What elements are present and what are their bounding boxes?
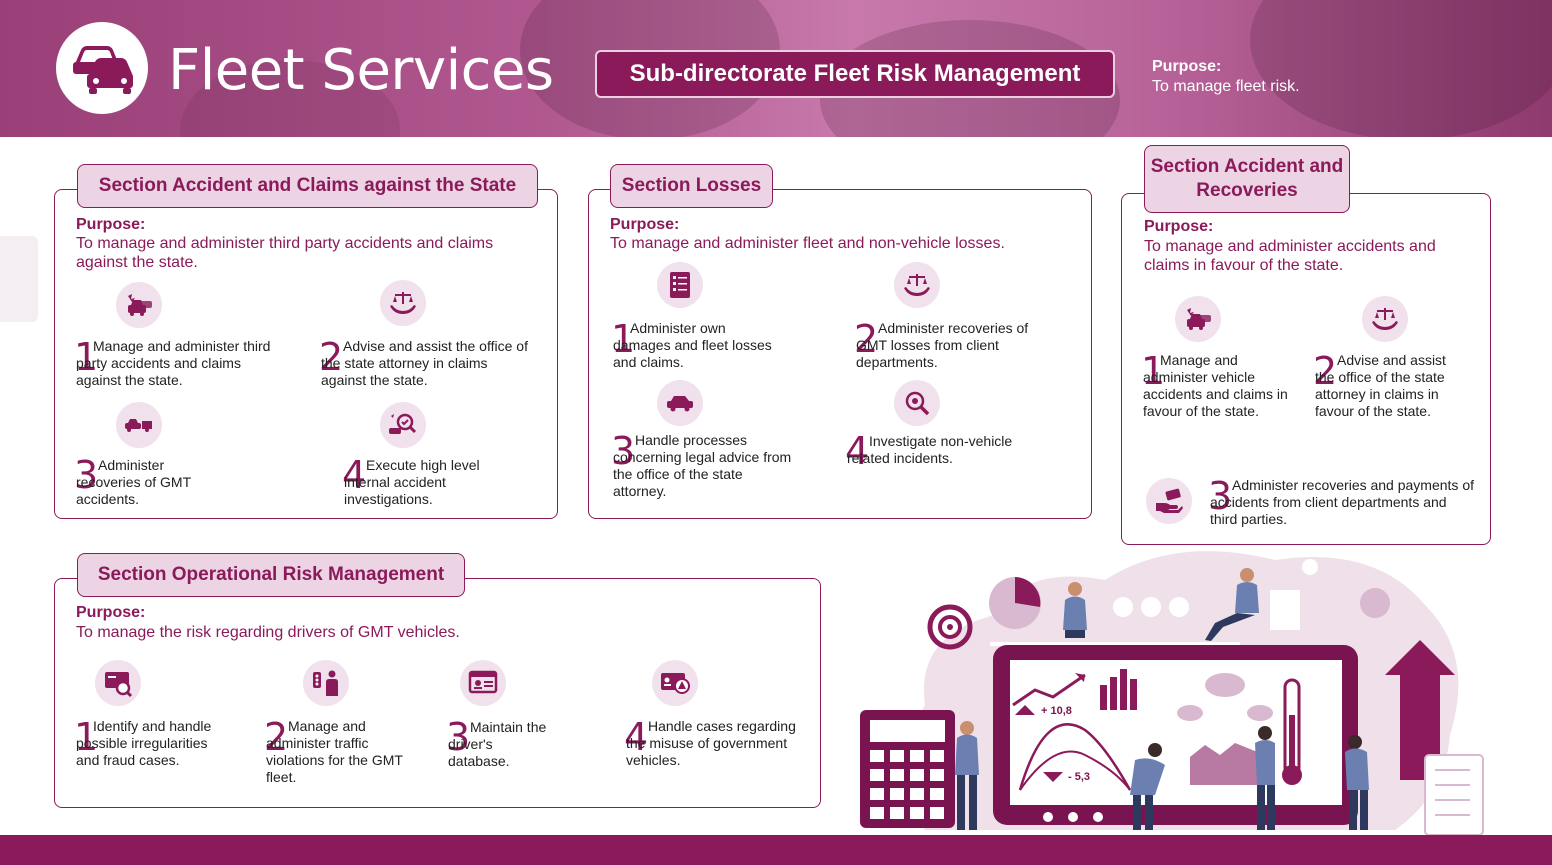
item-number: 2 [264,715,289,759]
item-number: 2 [319,335,344,379]
analytics-illustration: + 10,8 - 5,3 [860,551,1484,836]
purpose-label: Purpose: [76,216,146,233]
item-text: Advise and assist the office of the stat… [1315,352,1446,419]
driver-database-icon [460,660,506,706]
item-text: Investigate non-vehicle related incident… [847,433,1013,466]
item-number: 1 [1141,349,1166,393]
header-purpose: Purpose: To manage fleet risk. [1152,57,1300,97]
down-value-label: - 5,3 [1068,771,1090,783]
section-tab: Section Operational Risk Management [77,553,465,597]
subdirectorate-title: Sub-directorate Fleet Risk Management [595,50,1115,98]
item-number: 1 [74,715,99,759]
justice-scales-icon [380,280,426,326]
payment-hand-icon [1146,478,1192,524]
investigation-icon [380,402,426,448]
item-number: 1 [611,317,636,361]
item-text: Administer recoveries and payments of ac… [1210,477,1474,527]
warning-id-icon [652,660,698,706]
side-tab [0,236,38,322]
item-text: Administer recoveries of GMT losses from… [856,320,1029,370]
section-operational-risk [54,578,821,808]
item-number: 3 [1208,474,1233,518]
header-purpose-text: To manage fleet risk. [1152,78,1300,95]
magnifier-icon [894,380,940,426]
section-tab: Section Accident and Recoveries [1144,145,1350,213]
up-value-label: + 10,8 [1041,705,1072,717]
item-number: 2 [854,317,879,361]
cars-icon [73,46,133,94]
checklist-icon [657,262,703,308]
item-number: 3 [74,453,99,497]
item-number: 3 [611,429,636,473]
logo [56,22,148,114]
item-text: Identify and handle possible irregularit… [76,718,212,768]
fraud-card-icon [95,660,141,706]
header-banner [0,0,1552,137]
section-tab: Section Accident and Claims against the … [77,164,538,208]
purpose-text: To manage and administer third party acc… [76,235,494,271]
justice-scales-icon [894,262,940,308]
justice-scales-icon [1362,296,1408,342]
car-crash-icon [1175,296,1221,342]
item-number: 4 [845,429,870,473]
section-accident-claims [54,189,558,519]
item-text: Advise and assist the office of the stat… [321,338,528,388]
purpose-label: Purpose: [610,216,680,233]
purpose-text: To manage the risk regarding drivers of … [76,624,460,641]
item-text: Execute high level internal accident inv… [344,457,480,507]
item-number: 3 [446,715,471,759]
item-number: 2 [1313,349,1338,393]
car-icon [657,380,703,426]
header-purpose-label: Purpose: [1152,58,1222,75]
tow-truck-icon [116,402,162,448]
item-text: Handle cases regarding the misuse of gov… [626,718,796,768]
traffic-officer-icon [303,660,349,706]
item-number: 4 [624,715,649,759]
item-number: 4 [342,453,367,497]
item-text: Manage and administer traffic violations… [266,718,403,785]
page-title: Fleet Services [168,38,554,103]
purpose-text: To manage and administer fleet and non-v… [610,235,1005,252]
item-text: Handle processes concerning legal advice… [613,432,792,499]
item-text: Administer recoveries of GMT accidents. [76,457,191,507]
purpose-text: To manage and administer accidents and c… [1144,238,1436,274]
car-crash-icon [116,282,162,328]
item-text: Maintain the driver's database. [448,719,547,769]
item-text: Manage and administer vehicle accidents … [1143,352,1288,419]
item-number: 1 [74,335,99,379]
purpose-label: Purpose: [76,604,146,621]
section-tab: Section Losses [610,164,773,208]
item-text: Administer own damages and fleet losses … [613,320,772,370]
section-losses [588,189,1092,519]
footer-bar [0,835,1552,865]
item-text: Manage and administer third party accide… [76,338,271,388]
purpose-label: Purpose: [1144,218,1214,235]
